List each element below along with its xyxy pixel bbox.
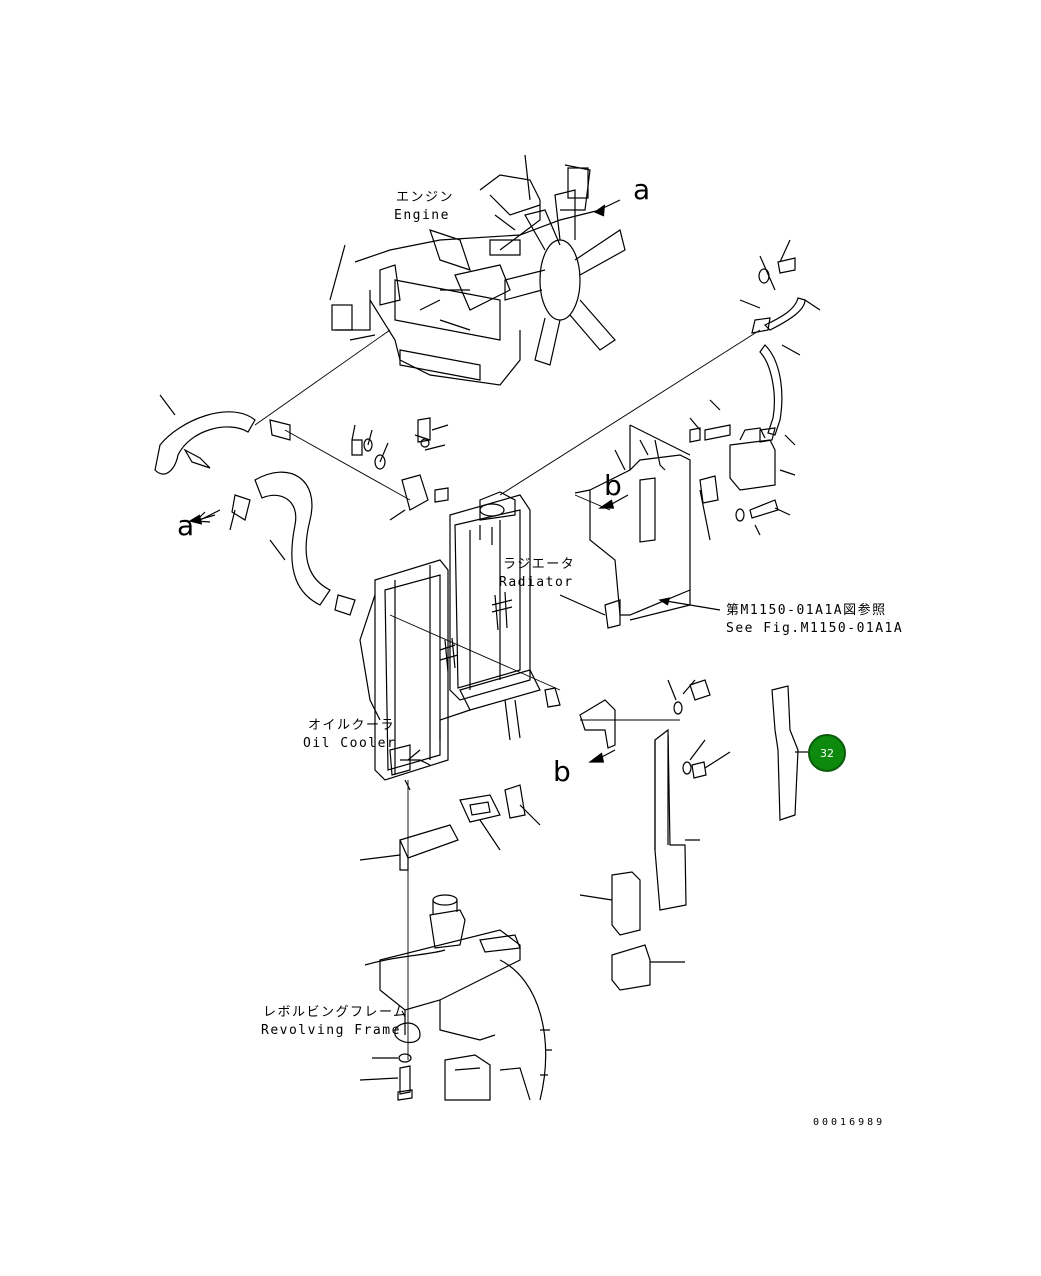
small-parts <box>359 784 685 991</box>
view-marker-b-top: b <box>604 469 622 502</box>
see-figure-label-en: See Fig.M1150-01A1A <box>726 621 904 636</box>
leader-lines <box>254 329 761 1060</box>
lower-hose <box>229 471 356 616</box>
radiator-label-jp: ラジエータ <box>503 557 576 572</box>
see-figure-label-jp: 第M1150-01A1A図参照 <box>726 603 887 618</box>
drawing-number: 00016989 <box>813 1117 886 1128</box>
view-arrows <box>188 494 629 763</box>
oil-cooler-label-jp: オイルクーラ <box>308 718 396 733</box>
view-marker-a-left: a <box>177 509 195 542</box>
oil-cooler-label-en: Oil Cooler <box>303 736 397 751</box>
view-marker-b-bottom: b <box>553 755 571 788</box>
view-marker-a-top: a <box>633 173 651 206</box>
revolving-frame <box>359 894 552 1101</box>
radiator-drawing <box>359 491 561 791</box>
fan-shroud <box>559 424 721 629</box>
support-brackets <box>579 679 808 911</box>
radiator-hardware <box>351 417 449 521</box>
upper-hose <box>154 394 291 475</box>
part-callout-32[interactable]: 32 <box>808 734 846 772</box>
revolving-frame-label-jp: レボルビングフレーム <box>263 1005 408 1020</box>
engine-label-en: Engine <box>394 208 450 223</box>
engine-drawing <box>329 154 626 386</box>
engine-label-jp: エンジン <box>396 190 455 205</box>
radiator-label-en: Radiator <box>499 575 574 590</box>
revolving-frame-label-en: Revolving Frame <box>261 1023 401 1038</box>
callout-number: 32 <box>820 746 834 760</box>
reserve-tank <box>689 239 821 541</box>
